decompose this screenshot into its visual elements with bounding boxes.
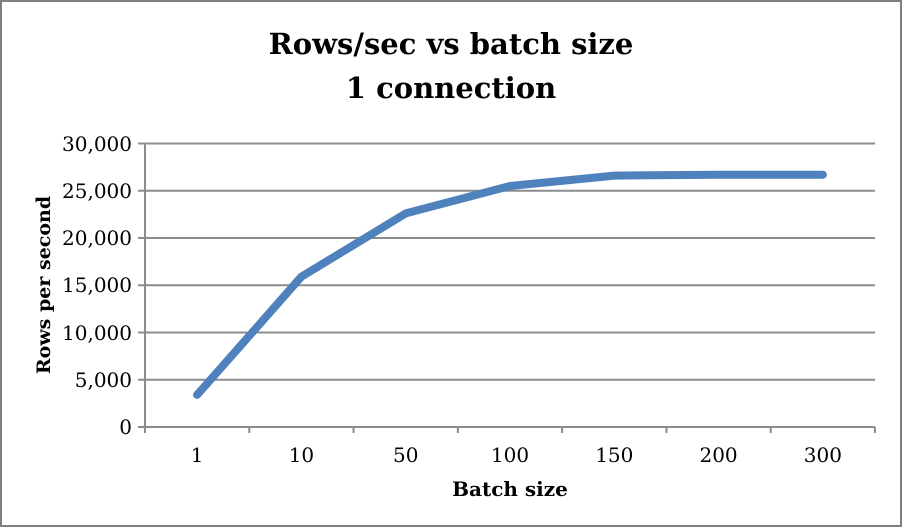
- chart-title-line2: 1 connection: [345, 71, 557, 105]
- data-line-rows-per-second: [193, 170, 827, 399]
- x-tick-label: 300: [803, 443, 842, 467]
- y-tick-label: 10,000: [62, 320, 132, 345]
- x-axis: [144, 427, 876, 433]
- x-tick-label: 100: [490, 443, 530, 467]
- y-tick-label: 5,000: [74, 367, 132, 392]
- x-tick-label: 150: [595, 443, 634, 467]
- chart-title-line1: Rows/sec vs batch size: [268, 27, 634, 61]
- y-axis: [138, 142, 146, 433]
- x-tick-label: 1: [190, 443, 204, 467]
- y-tick-label: 20,000: [62, 226, 132, 250]
- y-tick-label: 15,000: [62, 273, 132, 298]
- x-axis-title: Batch size: [452, 477, 568, 501]
- y-tick-label: 0: [119, 415, 132, 439]
- y-tick-label: 30,000: [62, 131, 132, 156]
- x-tick-label: 10: [288, 443, 315, 467]
- chart-title: Rows/sec vs batch size 1 connection: [2, 22, 900, 110]
- y-tick-label: 25,000: [62, 178, 132, 203]
- x-tick-label: 50: [392, 443, 419, 467]
- gridlines: [145, 142, 875, 428]
- x-tick-label: 200: [699, 443, 738, 467]
